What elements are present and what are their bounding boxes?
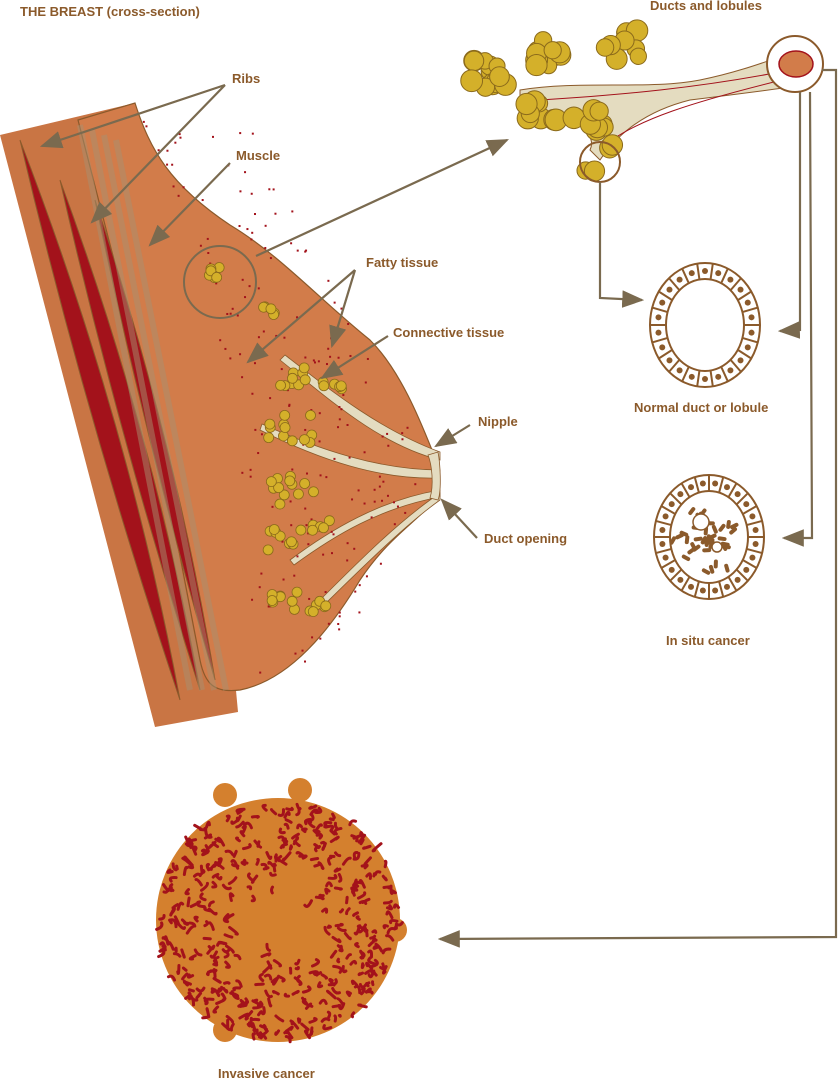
duct-branch [519, 49, 806, 161]
label-normal-duct: Normal duct or lobule [634, 400, 769, 415]
label-in-situ-cancer: In situ cancer [666, 633, 750, 648]
label-fatty-tissue: Fatty tissue [366, 255, 439, 270]
leader-lines [39, 68, 838, 948]
label-nipple: Nipple [478, 414, 518, 429]
fatty-lobules [204, 262, 347, 617]
label-duct-opening: Duct opening [484, 531, 568, 546]
diagram-title: THE BREAST (cross-section) [20, 4, 200, 19]
label-invasive-cancer: Invasive cancer [218, 1066, 315, 1080]
magnify-circle [183, 245, 257, 319]
label-ducts-and-lobules: Ducts and lobules [650, 0, 762, 13]
normal-duct-cells [649, 262, 761, 388]
invasive-cancer-mass [155, 778, 407, 1044]
label-muscle: Muscle [236, 148, 281, 163]
lobule-clusters [460, 19, 649, 182]
label-connective-tissue: Connective tissue [393, 325, 505, 340]
label-ribs: Ribs [232, 71, 261, 86]
in-situ-cancer-cells [653, 474, 765, 600]
